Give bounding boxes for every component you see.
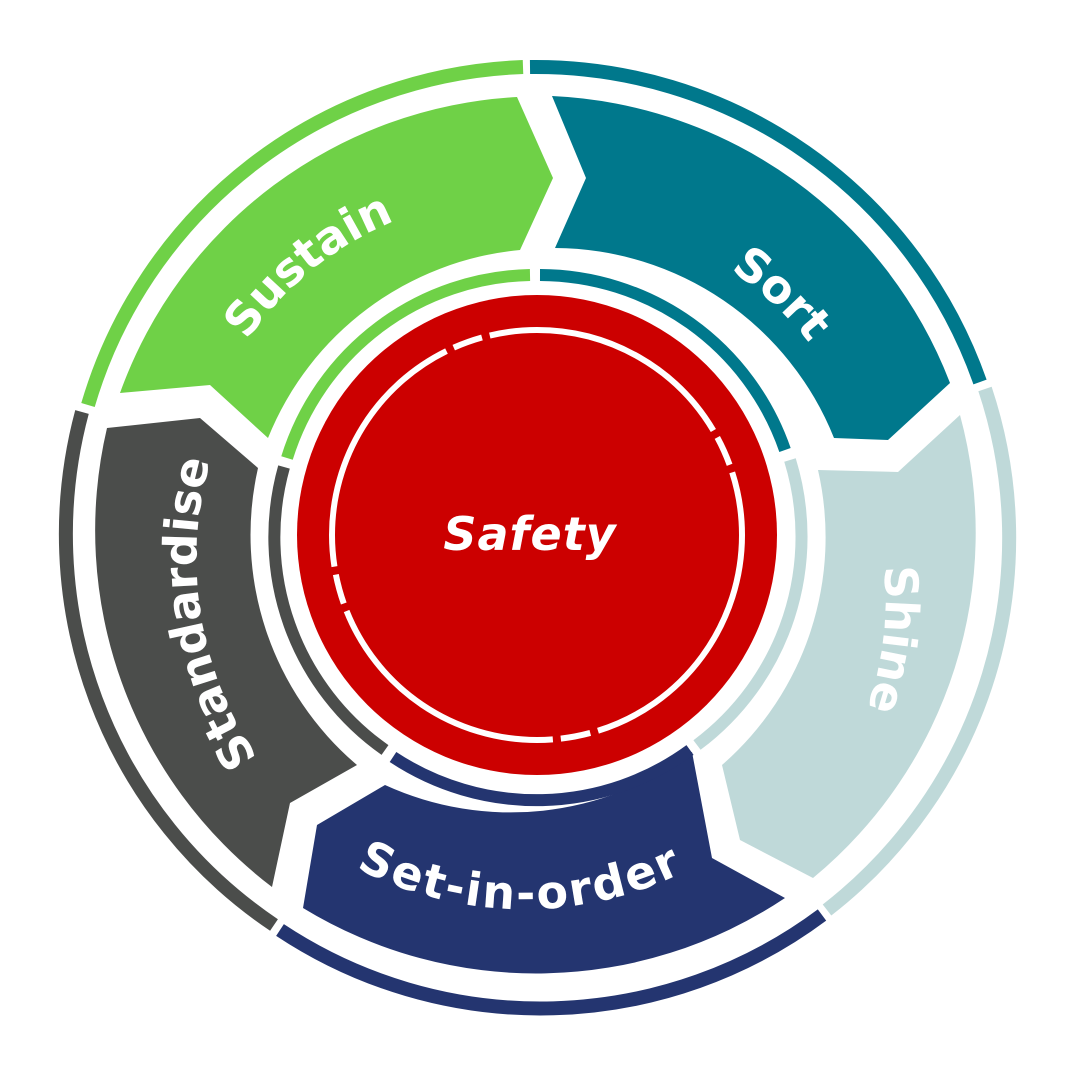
segment-shine: Shine	[722, 415, 976, 878]
inner-ring	[268, 269, 808, 807]
inner-arc-sort	[539, 269, 791, 452]
inner-arc-shine	[693, 458, 808, 750]
safety-circle	[297, 295, 777, 775]
safety-inner-ring	[329, 327, 745, 743]
arrow-sort	[552, 96, 950, 440]
center-hub: Safety	[297, 295, 777, 775]
arrow-set-in-order	[303, 752, 785, 974]
center-label-safety: Safety	[443, 507, 617, 561]
arrow-shine	[722, 415, 976, 878]
inner-arc-sustain	[281, 269, 531, 460]
inner-arc-set-in-order	[389, 745, 694, 807]
segment-standardise: Standardise	[95, 418, 357, 887]
outer-arc-set-in-order	[276, 909, 827, 1016]
arrow-standardise	[95, 418, 357, 887]
outer-arc-sustain	[81, 60, 524, 407]
outer-ring	[58, 59, 1017, 1016]
outer-arc-shine	[822, 386, 1017, 916]
arrow-sustain	[120, 97, 553, 438]
outer-arc-sort	[529, 59, 987, 385]
inner-arc-standardise	[268, 465, 389, 755]
outer-arc-standardise	[58, 410, 278, 931]
segment-set-in-order: Set-in-order	[303, 752, 785, 974]
